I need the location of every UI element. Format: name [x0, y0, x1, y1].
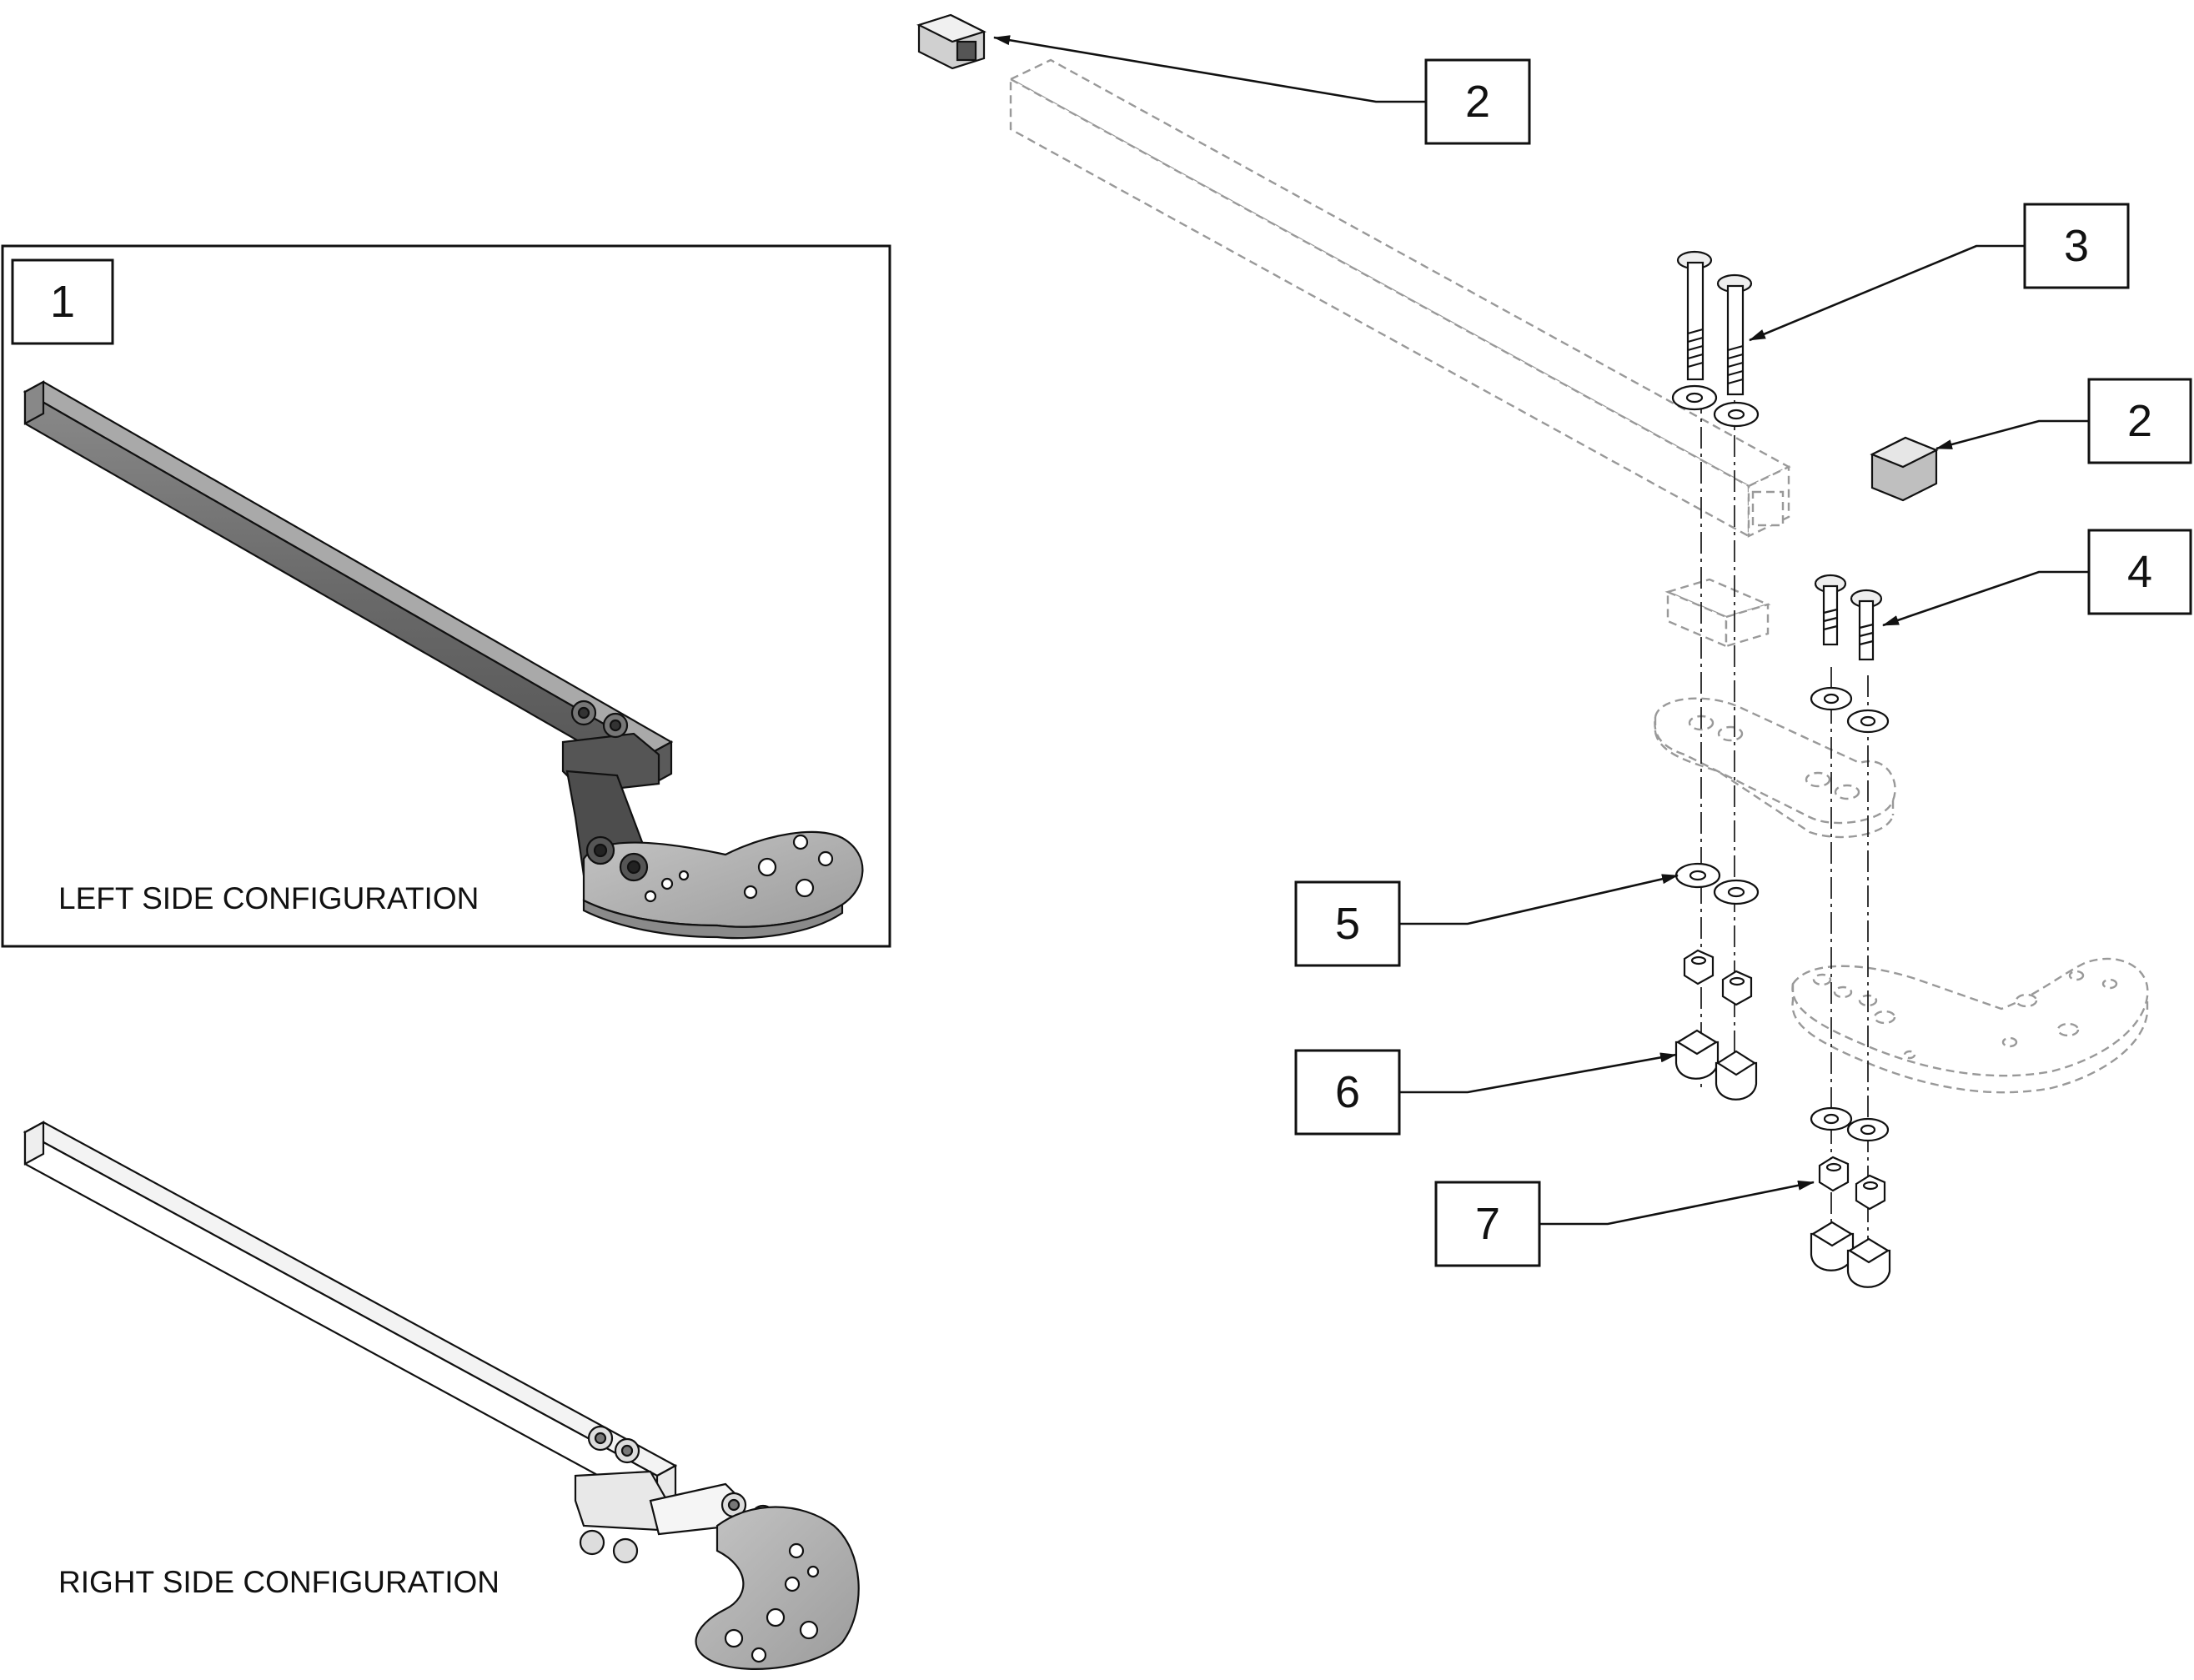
callout-5-number: 5	[1335, 899, 1360, 949]
phantom-bracket	[1654, 697, 1896, 839]
callout-1-box: 1	[11, 258, 114, 345]
right-config-caption: RIGHT SIDE CONFIGURATION	[58, 1565, 500, 1599]
callout-1-number: 1	[50, 277, 75, 327]
hex-nuts	[1683, 949, 1886, 1211]
end-cap-top	[916, 13, 987, 70]
left-config-panel: LEFT SIDE CONFIGURATION	[1, 244, 891, 948]
callout-7-box: 7	[1434, 1181, 1541, 1267]
long-bolts	[1671, 250, 1760, 428]
leader-lines	[993, 35, 2089, 1226]
callout-2-right-number: 2	[2127, 396, 2152, 446]
callout-3-number: 3	[2064, 221, 2089, 271]
callout-4-number: 4	[2127, 547, 2152, 597]
washers-lower	[1674, 862, 1890, 1142]
phantom-tube	[1008, 58, 1791, 539]
short-bolts	[1810, 574, 1890, 734]
callout-7-number: 7	[1475, 1199, 1500, 1249]
right-config-assembly: RIGHT SIDE CONFIGURATION	[23, 1121, 860, 1670]
callout-2-top-box: 2	[1424, 58, 1531, 145]
right-config-footplate	[695, 1506, 860, 1670]
callout-6-box: 6	[1294, 1049, 1401, 1136]
end-cap-right	[1870, 436, 1939, 502]
callout-4-box: 4	[2087, 529, 2192, 615]
left-config-footplate	[582, 830, 864, 940]
left-config-bar	[23, 380, 674, 785]
callout-3-box: 3	[2023, 203, 2130, 289]
callout-5-box: 5	[1294, 880, 1401, 967]
right-config-bar	[23, 1121, 678, 1509]
callout-2-right-box: 2	[2087, 378, 2192, 464]
left-config-caption: LEFT SIDE CONFIGURATION	[58, 881, 479, 915]
acorn-caps	[1674, 1029, 1891, 1288]
callout-6-number: 6	[1335, 1067, 1360, 1117]
left-config-frame	[1, 244, 891, 948]
phantom-footplate	[1791, 957, 2149, 1094]
callout-2-top-number: 2	[1465, 77, 1490, 127]
phantom-spacer-block	[1664, 578, 1771, 648]
